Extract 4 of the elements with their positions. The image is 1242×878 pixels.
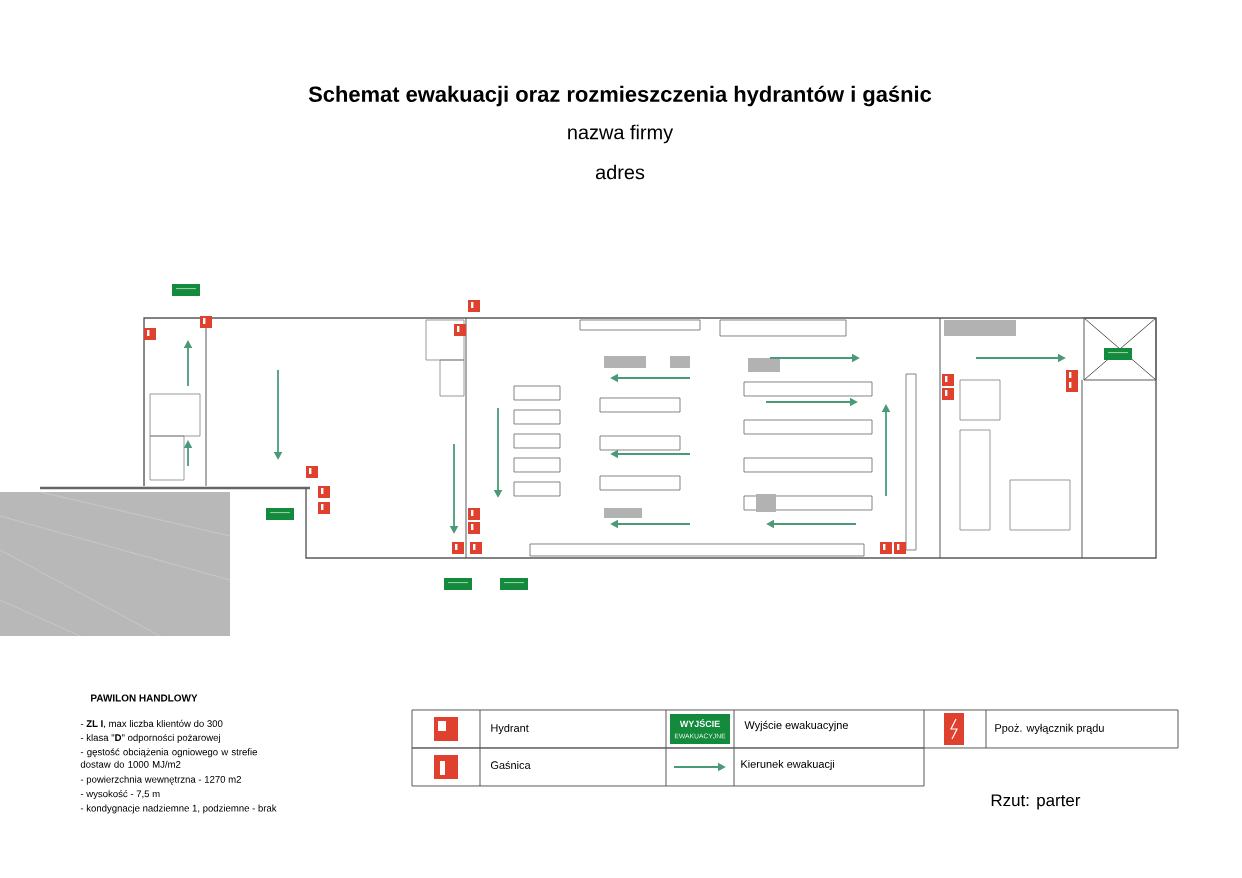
view-label: Rzut: parter (991, 794, 1081, 810)
subtitle: adres (595, 164, 645, 180)
title: Schemat ewakuacji oraz rozmieszczenia hydrantów i gaśnic (308, 85, 932, 107)
subtitle: nazwa firmy (568, 124, 674, 144)
